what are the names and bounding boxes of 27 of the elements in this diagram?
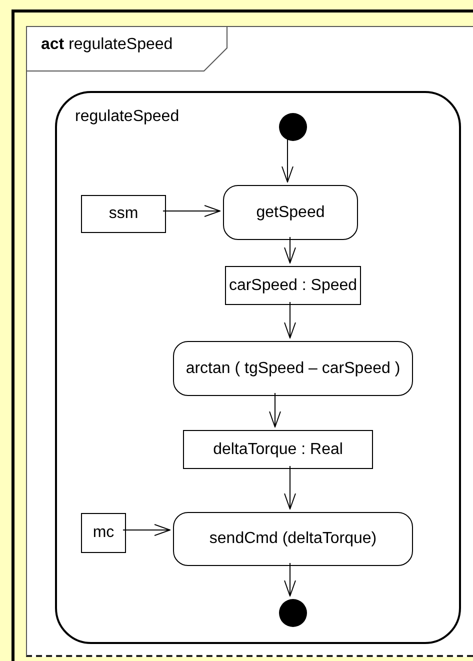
arrow [284, 562, 296, 596]
object-label: deltaTorque : Real [213, 440, 343, 458]
arrow [284, 236, 296, 264]
action-node [173, 341, 413, 396]
action-node [223, 185, 358, 240]
arrow [282, 138, 294, 182]
action-label: getSpeed [256, 204, 325, 222]
arrow [284, 302, 296, 338]
object-label: mc [92, 524, 114, 542]
object-node [81, 513, 126, 553]
object-node [225, 266, 361, 305]
arrow [284, 466, 296, 510]
activity-name: regulateSpeed [75, 108, 180, 126]
object-node [81, 195, 166, 233]
arrow [269, 392, 281, 428]
action-label: arctan ( tgSpeed – carSpeed ) [186, 360, 400, 378]
arrow [162, 205, 220, 217]
action-node [173, 512, 413, 566]
activity-boundary [55, 91, 461, 644]
action-label: sendCmd (deltaTorque) [209, 530, 377, 548]
object-node [183, 430, 373, 469]
frame-title: act regulateSpeed [41, 36, 173, 54]
final-node [279, 599, 307, 627]
object-label: carSpeed : Speed [228, 276, 358, 294]
initial-node [279, 113, 307, 141]
arrow [122, 524, 170, 536]
object-label: ssm [108, 205, 138, 223]
